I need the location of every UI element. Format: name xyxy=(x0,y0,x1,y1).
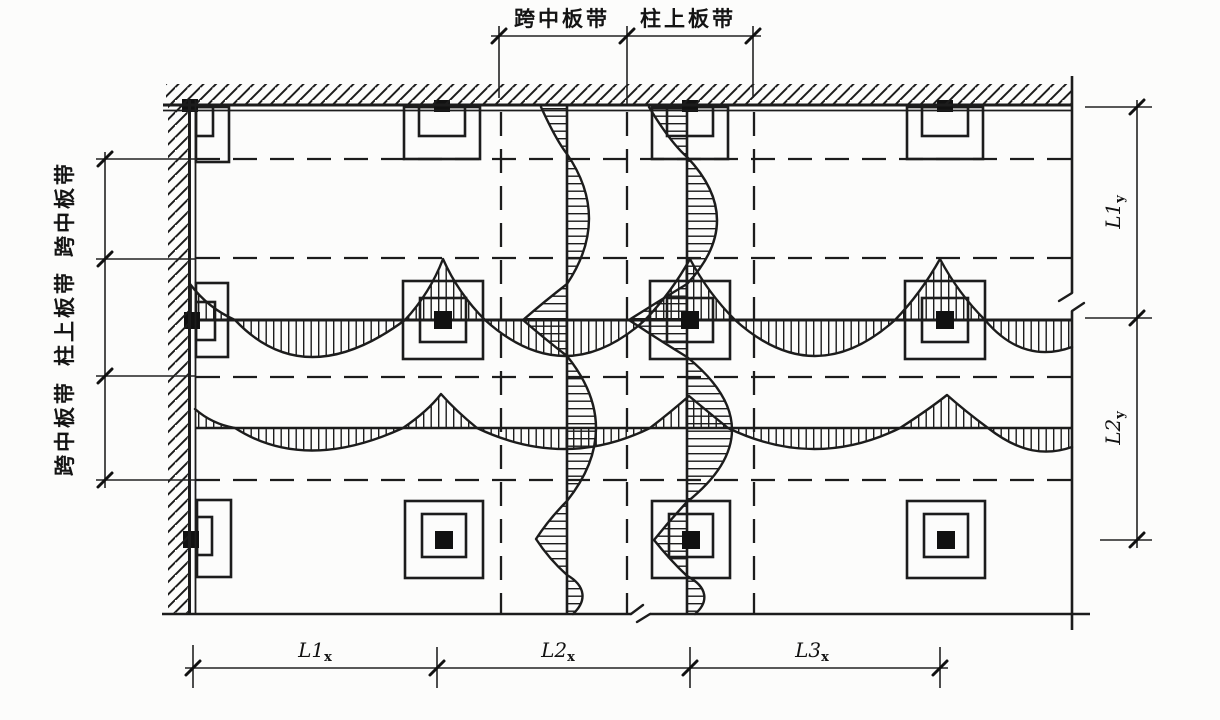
moment-area-row3 xyxy=(195,394,1072,452)
column-dot-row4-2 xyxy=(682,531,700,549)
span-label-main: L1 xyxy=(297,638,324,662)
column-dot-row4-1 xyxy=(435,531,453,549)
moment-curve-vertical-column xyxy=(627,105,734,616)
dim-tick xyxy=(681,659,699,677)
column-dot-row4-3 xyxy=(937,531,955,549)
moment-curve-vertical-middle xyxy=(521,105,598,616)
strip-boundary-grid xyxy=(196,112,1072,614)
column-dot-row2-3 xyxy=(936,311,954,329)
span-label-sub: x xyxy=(821,650,829,665)
dimension-right-spans: L1y L2y xyxy=(1085,98,1152,549)
left-wall-hatch xyxy=(168,96,189,614)
interior-column-row4-1 xyxy=(403,499,485,580)
span-label-main: L3 xyxy=(794,638,821,662)
span-label-sub: x xyxy=(324,650,332,665)
span-label-sub: x xyxy=(567,650,575,665)
break-mark-right-edge xyxy=(1057,291,1086,313)
span-label-sub: y xyxy=(1113,411,1128,420)
slab-cut-edges xyxy=(162,76,1090,630)
span-label-main: L2 xyxy=(1101,419,1125,446)
dim-tick xyxy=(931,659,949,677)
dim-tick xyxy=(1128,98,1146,116)
break-mark-bottom-edge xyxy=(629,603,652,624)
moment-area-vertical-column xyxy=(629,107,732,614)
dim-tick xyxy=(96,150,114,168)
dimension-left-strips: 跨中板带 柱上板带 跨中板带 xyxy=(53,150,196,489)
walls xyxy=(163,84,1073,614)
dimension-bottom-spans: L1x L2x L3x xyxy=(184,638,949,688)
span-label-main: L1 xyxy=(1101,203,1125,230)
label-span-L2x: L2x xyxy=(540,638,575,665)
top-wall-hatch xyxy=(166,84,1073,104)
label-span-L3x: L3x xyxy=(794,638,829,665)
dim-tick xyxy=(184,659,202,677)
dim-tick xyxy=(490,27,508,45)
dim-tick xyxy=(744,27,762,45)
column-dot-row2-2 xyxy=(681,311,699,329)
moment-curve-row3 xyxy=(193,392,1074,453)
dim-tick xyxy=(96,367,114,385)
label-left-column-strip: 柱上板带 xyxy=(53,270,77,366)
dim-tick xyxy=(428,659,446,677)
dim-tick xyxy=(96,250,114,268)
column-dot-row2-1 xyxy=(434,311,452,329)
dimension-top-strips: 跨中板带 柱上板带 xyxy=(490,7,762,104)
dim-tick xyxy=(1128,531,1146,549)
label-top-column-strip: 柱上板带 xyxy=(640,7,736,31)
label-left-middle-strip-bottom: 跨中板带 xyxy=(53,380,77,476)
dim-tick xyxy=(618,27,636,45)
moment-area-row2 xyxy=(190,259,1072,357)
label-span-L2y: L2y xyxy=(1101,411,1128,446)
label-top-middle-strip: 跨中板带 xyxy=(514,7,610,31)
label-span-L1y: L1y xyxy=(1101,195,1128,230)
dim-tick xyxy=(1128,309,1146,327)
moment-area-vertical-middle xyxy=(523,107,596,614)
span-label-sub: y xyxy=(1113,195,1128,204)
moment-diagrams xyxy=(188,105,1074,616)
label-left-middle-strip-top: 跨中板带 xyxy=(53,161,77,257)
dim-tick xyxy=(96,471,114,489)
span-label-main: L2 xyxy=(540,638,567,662)
interior-column-row4-3 xyxy=(905,499,987,580)
label-span-L1x: L1x xyxy=(297,638,332,665)
